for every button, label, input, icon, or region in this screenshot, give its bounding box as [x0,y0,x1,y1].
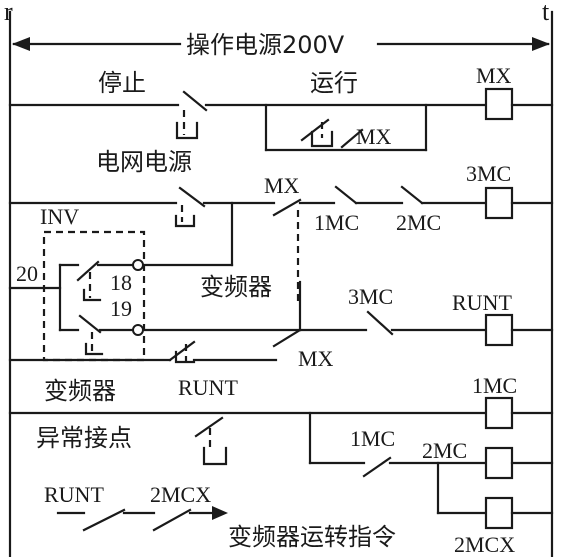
node-19 [132,324,144,336]
supply-label: 操作电源200V [186,31,345,59]
c2mc-contact [400,185,424,205]
inverter-left-label: 变频器 [44,377,116,405]
rail-right-label: t [542,0,550,26]
node-18 [132,259,144,271]
c2mc-label: 2MC [396,210,441,235]
runt-icon [174,350,196,364]
mx-hold-label: MX [356,124,392,149]
inv-19-icon [84,342,104,356]
terminal-18-label: 18 [110,270,132,295]
mc3-coil-label: 3MC [466,161,511,186]
command-arrow-icon [212,506,228,520]
mx-contact-2 [272,328,302,348]
stop-contact [182,90,208,112]
inv-label: INV [40,204,79,229]
mcx2-bottom-contact [152,508,192,532]
mc1-contact [362,456,392,478]
arrowhead-right-icon [532,37,550,51]
terminal-20-label: 20 [16,261,38,286]
arrowhead-left-icon [12,37,30,51]
fault-contact [194,416,224,438]
mc2-coil [484,446,514,480]
mx-coil [484,87,514,121]
mx-contact [272,198,302,217]
mx-coil-label: MX [476,63,512,88]
mcx2-coil [484,496,514,530]
c1mc-contact [334,185,358,205]
stop-label: 停止 [98,69,146,97]
runt-coil [484,313,514,347]
grid-button-icon [174,214,196,228]
inv-19-contact [78,314,102,334]
mc3-contact [366,310,394,336]
runt-bottom-label: RUNT [44,482,104,507]
inv-18-contact [76,260,100,282]
mc1-coil-label: 1MC [472,373,517,398]
mx-hold-contact [340,128,364,149]
mc2-coil-label: 2MC [422,438,467,463]
c1mc-label: 1MC [314,210,359,235]
mc3-coil [484,186,514,220]
mc1-contact-label: 1MC [350,426,395,451]
fault-label: 异常接点 [36,424,132,452]
fault-icon [202,446,228,466]
runt-contact [168,340,196,362]
runt-bottom-contact [82,508,126,532]
mx-contact-label: MX [264,173,300,198]
terminal-19-label: 19 [110,296,132,321]
stop-button-icon [175,121,199,140]
mcx2-bottom-label: 2MCX [150,482,211,507]
run-command-label: 变频器运转指令 [228,523,396,551]
runt-contact-label: RUNT [178,375,238,400]
mc1-coil [484,396,514,430]
mx-contact2-label: MX [298,346,334,371]
mc3-contact-label: 3MC [348,284,393,309]
mcx2-coil-label: 2MCX [454,532,515,557]
inv-18-icon [82,288,102,302]
run-button-icon [310,130,334,148]
inverter-mid-label: 变频器 [200,273,272,301]
run-label: 运行 [310,69,358,97]
runt-coil-label: RUNT [452,290,512,315]
grid-contact [178,186,206,208]
rail-left-label: r [4,0,13,26]
grid-power-label: 电网电源 [96,148,192,176]
run-contact [300,118,330,142]
